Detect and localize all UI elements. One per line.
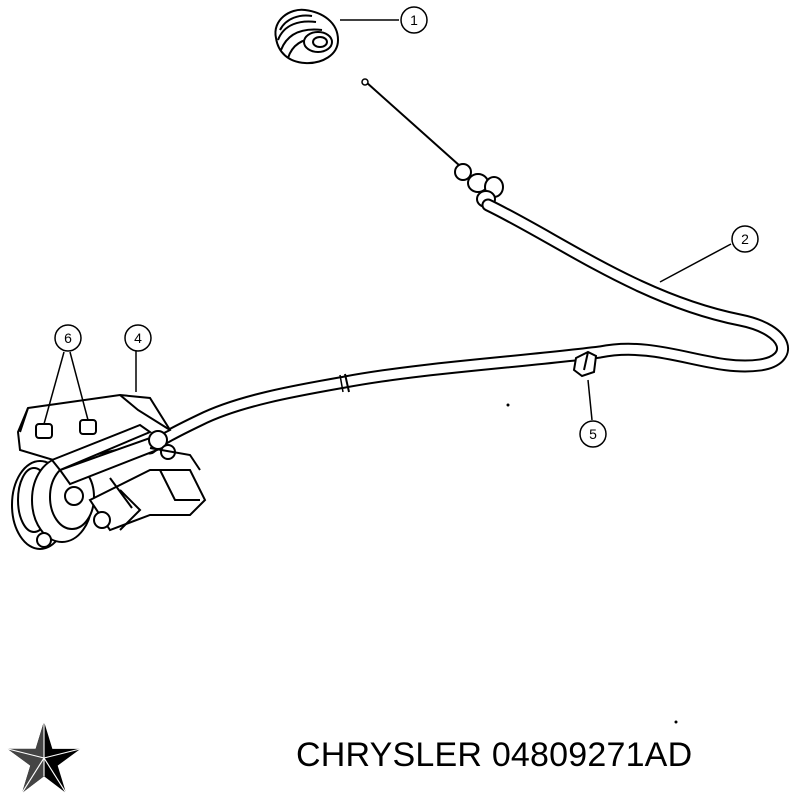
svg-text:4: 4 (134, 330, 142, 346)
part-caption: CHRYSLER 04809271AD (296, 736, 692, 775)
cable-clip-part (572, 350, 598, 378)
callout-2: 2 (731, 225, 759, 253)
leader-lines (43, 19, 732, 425)
svg-text:2: 2 (741, 231, 749, 247)
svg-text:1: 1 (410, 12, 418, 28)
callout-1: 1 (400, 6, 428, 34)
leader-6a (43, 351, 65, 425)
cable-assembly (143, 78, 789, 724)
callout-6: 6 (54, 324, 82, 352)
brand-name: CHRYSLER (296, 736, 483, 774)
leader-2 (659, 243, 732, 283)
release-mechanism-part (11, 393, 207, 550)
pentastar-logo-icon (7, 721, 81, 794)
leader-5 (587, 379, 593, 421)
svg-text:5: 5 (589, 426, 597, 442)
svg-text:6: 6 (64, 330, 72, 346)
grommet-part (274, 8, 340, 65)
callout-5: 5 (579, 420, 607, 448)
callout-4: 4 (124, 324, 152, 352)
leader-6b (69, 351, 89, 421)
part-number: 04809271AD (491, 736, 693, 774)
